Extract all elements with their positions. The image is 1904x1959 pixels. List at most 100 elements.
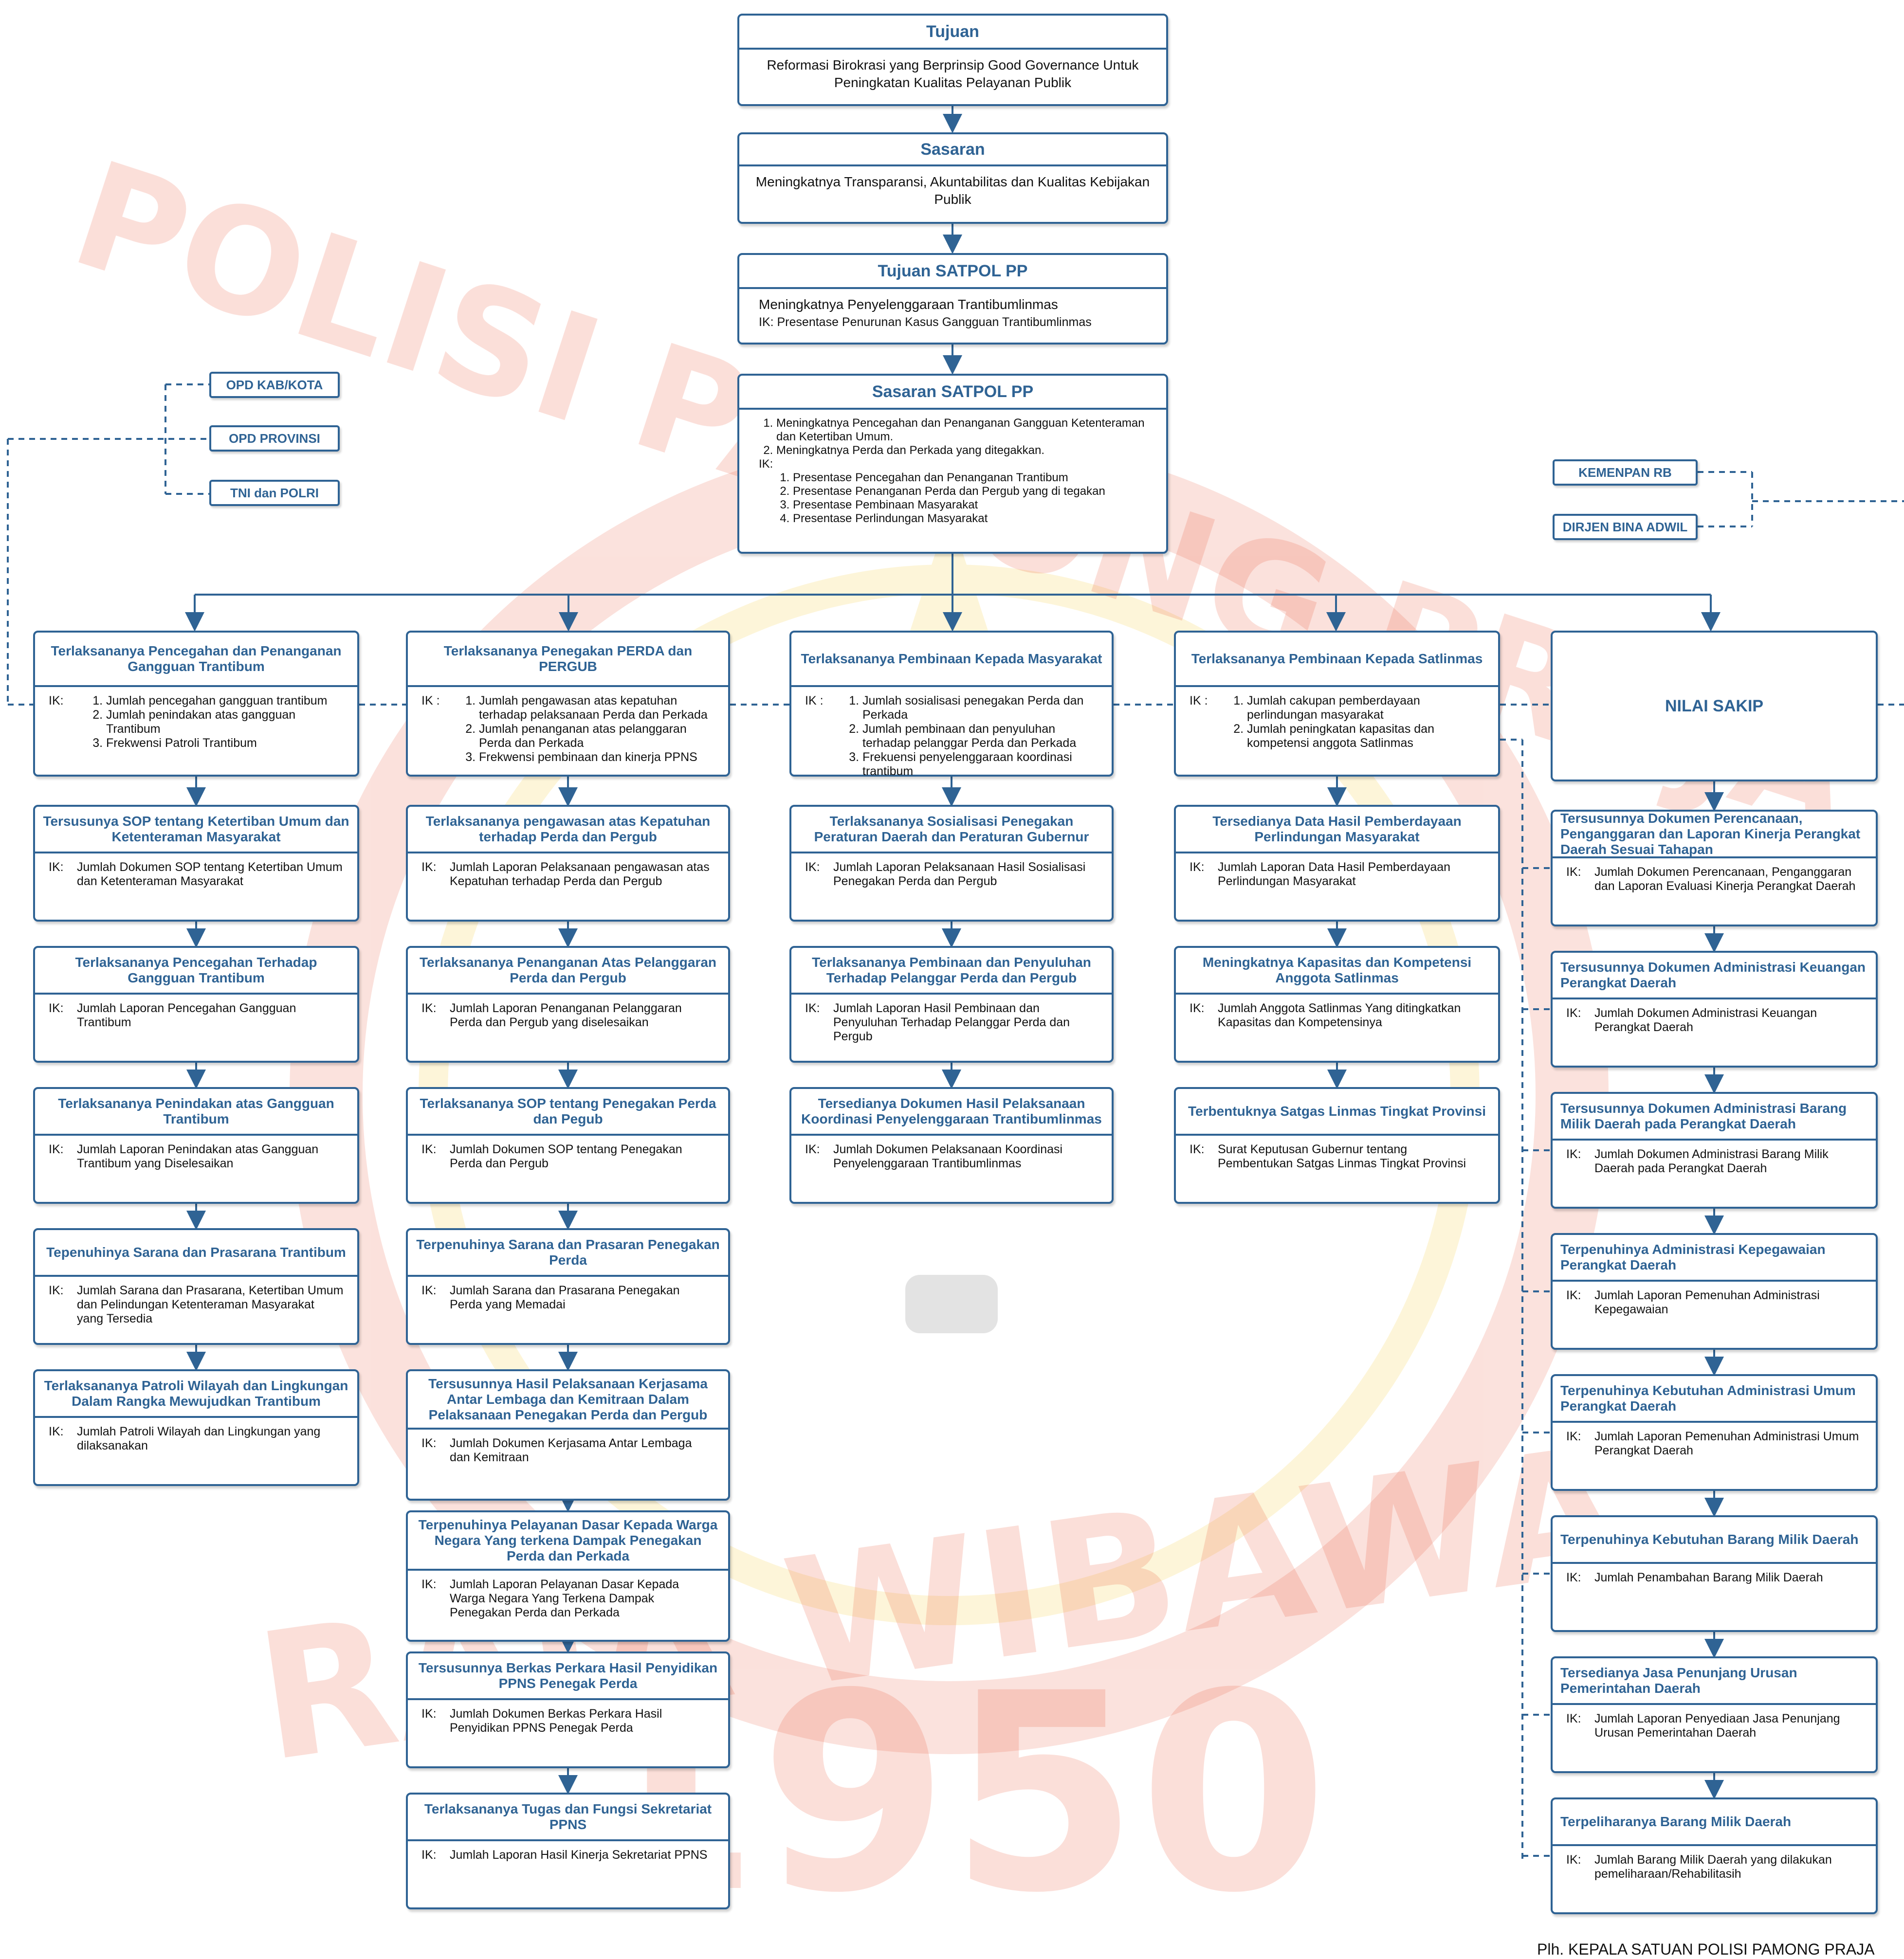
side-opd-provinsi: OPD PROVINSI: [209, 425, 340, 452]
activity-box: Tersusunnya Dokumen Perencanaan, Pengang…: [1551, 810, 1878, 926]
program-title: Terlaksananya Penegakan PERDA dan PERGUB: [408, 633, 728, 687]
activity-ik-row: IK:Jumlah Laporan Penyediaan Jasa Penunj…: [1566, 1712, 1862, 1740]
activity-ik-label: IK:: [1566, 1571, 1581, 1584]
activity-ik-label: IK:: [1190, 1001, 1205, 1015]
sasaran-satpol-ik-list: Presentase Pencegahan dan Penanganan Tra…: [759, 471, 1153, 526]
activity-ik-label: IK:: [1566, 1853, 1581, 1867]
activity-title: Terlaksananya Penanganan Atas Pelanggara…: [408, 948, 728, 995]
program-indicators: IK :Jumlah cakupan pemberdayaan perlindu…: [1176, 687, 1498, 757]
side-dirjen-bina-adwil: DIRJEN BINA ADWIL: [1553, 514, 1698, 540]
activity-ik-row: IK:Surat Keputusan Gubernur tentang Pemb…: [1190, 1143, 1484, 1171]
activity-title: Terpeliharanya Barang Milik Daerah: [1553, 1799, 1876, 1846]
activity-ik-row: IK:Jumlah Laporan Data Hasil Pemberdayaa…: [1190, 860, 1484, 889]
activity-ik-row: IK:Jumlah Dokumen Perencanaan, Pengangga…: [1566, 865, 1862, 893]
activity-title: Terlaksananya Tugas dan Fungsi Sekretari…: [408, 1795, 728, 1841]
activity-indicator: IK:Surat Keputusan Gubernur tentang Pemb…: [1176, 1136, 1498, 1178]
program-ik-item: Frekwensi Patroli Trantibum: [106, 736, 344, 750]
activity-ik-label: IK:: [805, 860, 820, 874]
activity-title: Tersusunnya Dokumen Administrasi Keuanga…: [1553, 953, 1876, 999]
program-box-2: Terlaksananya Penegakan PERDA dan PERGUB…: [406, 631, 730, 777]
activity-box: Terlaksananya Tugas dan Fungsi Sekretari…: [406, 1793, 730, 1909]
activity-ik-text: Jumlah Anggota Satlinmas Yang ditingkatk…: [1218, 1001, 1461, 1029]
activity-ik-label: IK:: [1190, 1143, 1205, 1156]
activity-ik-row: IK: Jumlah Dokumen Kerjasama Antar Lembag…: [421, 1436, 714, 1465]
activity-ik-label: IK:: [421, 1848, 437, 1862]
activity-indicator: IK:Jumlah Patroli Wilayah dan Lingkungan…: [35, 1418, 357, 1460]
sasaran-satpol-ik-item: Presentase Perlindungan Masyarakat: [793, 512, 1153, 526]
activity-box: Terlaksananya Sosialisasi Penegakan Pera…: [789, 805, 1114, 922]
activity-ik-label: IK:: [49, 860, 64, 874]
activity-ik-row: IK:Jumlah Dokumen Administrasi Barang Mi…: [1566, 1147, 1862, 1176]
tujuan-box: Tujuan Reformasi Birokrasi yang Berprins…: [737, 14, 1168, 106]
sasaran-box: Sasaran Meningkatnya Transparansi, Akunt…: [737, 132, 1168, 224]
activity-ik-text: Jumlah Dokumen Pelaksanaan Koordinasi Pe…: [833, 1143, 1063, 1170]
activity-ik-row: IK:Jumlah Laporan Pencegahan Gangguan Tr…: [49, 1001, 344, 1030]
nilai-sakip-title: NILAI SAKIP: [1665, 696, 1764, 715]
program-ik-item: Frekwensi pembinaan dan kinerja PPNS: [479, 750, 714, 764]
activity-ik-text: Jumlah Dokumen Kerjasama Antar Lembaga d…: [450, 1436, 692, 1464]
activity-indicator: IK:Jumlah Laporan Data Hasil Pemberdayaa…: [1176, 853, 1498, 895]
activity-title: Terlaksananya Patroli Wilayah dan Lingku…: [35, 1371, 357, 1418]
sasaran-satpol-ik-item: Presentase Pencegahan dan Penanganan Tra…: [793, 471, 1153, 485]
activity-ik-text: Jumlah Laporan Pelaksanaan Hasil Sosiali…: [833, 860, 1086, 888]
activity-ik-label: IK:: [421, 1436, 437, 1450]
activity-ik-text: Jumlah Laporan Pelaksanaan pengawasan at…: [450, 860, 710, 888]
activity-indicator: IK:Jumlah Laporan Pemenuhan Administrasi…: [1553, 1423, 1876, 1465]
activity-ik-row: IK: Jumlah Dokumen Pelaksanaan Koordinasi…: [805, 1143, 1098, 1171]
activity-box: Tersedianya Dokumen Hasil Pelaksanaan Ko…: [789, 1087, 1114, 1204]
activity-ik-text: Jumlah Laporan Penyediaan Jasa Penunjang…: [1594, 1712, 1840, 1740]
activity-ik-text: Jumlah Laporan Penanganan Pelanggaran Pe…: [450, 1001, 682, 1029]
activity-indicator: IK: Jumlah Dokumen Pelaksanaan Koordinasi…: [791, 1136, 1112, 1178]
program-indicators: IK: Jumlah pencegahan gangguan trantibumJ…: [35, 687, 357, 757]
activity-ik-row: IK: Jumlah Penambahan Barang Milik Daerah: [1566, 1571, 1862, 1585]
activity-indicator: IK: Jumlah Dokumen SOP tentang Ketertiban…: [35, 853, 357, 895]
activity-ik-row: IK:Jumlah Sarana dan Prasarana, Ketertib…: [49, 1284, 344, 1326]
sasaran-satpol-goals: Meningkatnya Pencegahan dan Penanganan G…: [759, 417, 1153, 457]
activity-ik-text: Jumlah Dokumen Perencanaan, Penganggaran…: [1594, 865, 1856, 893]
sasaran-satpol-goal: Meningkatnya Perda dan Perkada yang dite…: [776, 444, 1153, 457]
activity-ik-text: Jumlah Laporan Data Hasil Pemberdayaan P…: [1218, 860, 1451, 888]
activity-indicator: IK:Jumlah Laporan Pemenuhan Administrasi…: [1553, 1282, 1876, 1324]
program-ik-list: Jumlah sosialisasi penegakan Perda dan P…: [843, 694, 1098, 779]
activity-ik-row: IK:Jumlah Laporan Pelayanan Dasar Kepada…: [421, 1578, 714, 1620]
activity-ik-label: IK:: [805, 1143, 820, 1156]
sasaran-text: Meningkatnya Transparansi, Akuntabilitas…: [755, 174, 1150, 207]
activity-indicator: IK:Jumlah Sarana dan Prasarana, Ketertib…: [35, 1277, 357, 1333]
activity-indicator: IK:Jumlah Laporan Pelaksanaan pengawasan…: [408, 853, 728, 895]
activity-indicator: IK:Jumlah Dokumen SOP tentang Penegakan …: [408, 1136, 728, 1178]
activity-indicator: IK:Jumlah Dokumen Administrasi Barang Mi…: [1553, 1141, 1876, 1182]
program-ik-label: IK:: [49, 694, 64, 707]
program-ik-item: Frekuensi penyelenggaraan koordinasi tra…: [862, 750, 1098, 779]
activity-title: Terlaksananya pengawasan atas Kepatuhan …: [408, 807, 728, 853]
activity-ik-row: IK:Jumlah Barang Milik Daerah yang dilak…: [1566, 1853, 1862, 1881]
side-kemenpan-rb: KEMENPAN RB: [1553, 459, 1698, 486]
activity-indicator: IK:Jumlah Barang Milik Daerah yang dilak…: [1553, 1846, 1876, 1888]
program-ik-item: Jumlah penindakan atas gangguan Trantibu…: [106, 708, 344, 736]
activity-ik-text: Jumlah Dokumen SOP tentang Ketertiban Um…: [77, 860, 343, 888]
program-ik-item: Jumlah sosialisasi penegakan Perda dan P…: [862, 694, 1098, 722]
activity-box: Terlaksananya Pencegahan Terhadap Ganggu…: [33, 946, 359, 1063]
activity-ik-row: IK: Jumlah Dokumen SOP tentang Ketertiban…: [49, 860, 344, 889]
activity-box: Tersusunya SOP tentang Ketertiban Umum d…: [33, 805, 359, 922]
activity-box: Meningkatnya Kapasitas dan Kompetensi An…: [1174, 946, 1500, 1063]
activity-title: Terlaksananya Penindakan atas Gangguan T…: [35, 1089, 357, 1136]
activity-box: Tersedianya Jasa Penunjang Urusan Pemeri…: [1551, 1656, 1878, 1773]
activity-indicator: IK:Jumlah Sarana dan Prasarana Penegakan…: [408, 1277, 728, 1319]
program-title: Terlaksananya Pembinaan Kepada Satlinmas: [1176, 633, 1498, 687]
activity-ik-row: IK:Jumlah Laporan Pemenuhan Administrasi…: [1566, 1430, 1862, 1458]
program-ik-row: IK :Jumlah cakupan pemberdayaan perlindu…: [1190, 694, 1484, 750]
program-ik-item: Jumlah cakupan pemberdayaan perlindungan…: [1247, 694, 1484, 722]
activity-indicator: IK:Jumlah Laporan Pelayanan Dasar Kepada…: [408, 1571, 728, 1627]
activity-ik-row: IK:Jumlah Patroli Wilayah dan Lingkungan…: [49, 1425, 344, 1453]
activity-ik-text: Jumlah Penambahan Barang Milik Daerah: [1594, 1571, 1823, 1584]
signature-title: Plh. KEPALA SATUAN POLISI PAMONG PRAJA: [1537, 1941, 1875, 1958]
activity-title: Terpenuhinya Administrasi Kepegawaian Pe…: [1553, 1235, 1876, 1282]
tujuan-title: Tujuan: [739, 16, 1166, 50]
activity-ik-label: IK:: [805, 1001, 820, 1015]
program-ik-item: Jumlah pencegahan gangguan trantibum: [106, 694, 344, 708]
activity-ik-label: IK:: [421, 1707, 437, 1721]
activity-indicator: IK:Jumlah Laporan Penanganan Pelanggaran…: [408, 995, 728, 1036]
activity-ik-label: IK:: [49, 1284, 64, 1297]
activity-ik-label: IK:: [421, 1143, 437, 1156]
activity-indicator: IK:Jumlah Laporan Penindakan atas Ganggu…: [35, 1136, 357, 1178]
